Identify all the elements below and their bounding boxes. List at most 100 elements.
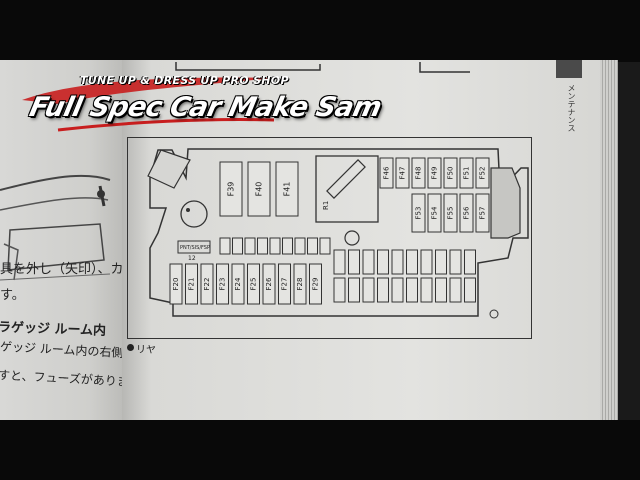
legend-small-text: PNT/SIS/FSP: [180, 245, 210, 251]
fuse-f26-label: F26: [265, 277, 273, 290]
fuse-f46-label: F46: [383, 166, 391, 179]
fuse-f20-slot: [169, 263, 183, 305]
fuse-f23-label: F23: [219, 278, 227, 291]
left-heading: ラゲッジ ルーム内: [0, 320, 107, 339]
fuse-f54-slot: [427, 193, 442, 233]
logo-swoosh: [22, 77, 276, 132]
relay-label: R1: [322, 201, 330, 210]
fuse-f30-slot: [219, 237, 231, 255]
fuse-f39-slot: [219, 161, 243, 217]
fuse-f26-slot: [262, 263, 276, 305]
fuse-f52-label: F52: [479, 167, 487, 180]
fuse-f38-slot: [319, 237, 331, 255]
fuse-f77-slot: [464, 277, 476, 303]
fuse-f71-slot: [377, 277, 389, 303]
fuse-f28-slot: [293, 263, 307, 305]
logo-title: Full Spec Car Make Sam: [26, 92, 385, 123]
fuse-f63-slot: [406, 249, 418, 275]
fuse-f65-slot: [435, 249, 447, 275]
left-page: [0, 60, 128, 420]
fuse-f25-label: F25: [250, 278, 258, 291]
fuse-f51-slot: [459, 157, 474, 189]
legend-number: 12: [188, 255, 196, 262]
fuse-f40-label: F40: [255, 182, 264, 197]
background-top: [0, 0, 640, 62]
fuse-f55-slot: [443, 193, 458, 233]
fuse-f56-slot: [459, 193, 474, 233]
fuse-f55-label: F55: [447, 207, 455, 220]
fuse-f29-slot: [309, 263, 322, 305]
fuse-f23-slot: [216, 263, 229, 305]
left-text-line2: す。: [0, 288, 25, 303]
fuse-f74-slot: [420, 277, 433, 303]
fuse-f75-slot: [435, 277, 447, 303]
background-bottom: [0, 420, 640, 480]
fuse-f50-slot: [443, 157, 458, 189]
fuse-f56-label: F56: [463, 206, 471, 219]
round-port: [180, 200, 208, 228]
fuse-f46-slot: [379, 157, 394, 189]
fuse-f57-label: F57: [479, 207, 487, 220]
watermark-logo: TUNE UP & DRESS UP PRO SHOP Full Spec Ca…: [18, 74, 384, 138]
fuse-f70-slot: [362, 277, 375, 303]
right-connector: [490, 167, 521, 239]
fuse-f27-slot: [278, 263, 291, 305]
relay-r1-outline: [315, 155, 379, 223]
logo-tagline: TUNE UP & DRESS UP PRO SHOP: [80, 74, 289, 87]
fuse-f53-slot: [411, 193, 426, 233]
bracket: [147, 149, 191, 189]
side-label: メンテナンス: [567, 84, 576, 132]
fuse-f41-slot: [275, 161, 299, 217]
page-edge: [600, 60, 618, 420]
fuse-f41-label: F41: [283, 182, 292, 197]
fuse-f36-slot: [294, 237, 306, 255]
fuse-f50-label: F50: [447, 167, 455, 180]
fuse-f21-label: F21: [188, 278, 196, 291]
fuse-f48-slot: [411, 157, 426, 189]
fuse-f69-slot: [348, 277, 360, 303]
fuse-f73-slot: [406, 277, 418, 303]
fuse-f40-slot: [247, 161, 271, 217]
fuse-f52-slot: [475, 157, 490, 189]
fuse-f57-slot: [475, 193, 490, 233]
fuse-f34-slot: [269, 237, 281, 255]
trunk-illustration: [0, 174, 111, 281]
diagram-caption: リヤ: [136, 345, 156, 356]
fuse-f59-slot: [348, 249, 360, 275]
fuse-f37-slot: [307, 237, 318, 255]
section-tab: [556, 60, 582, 78]
fuse-f49-label: F49: [431, 167, 439, 180]
fuse-f22-label: F22: [203, 278, 211, 291]
fuse-f32-slot: [244, 237, 256, 255]
fuse-f60-slot: [362, 249, 375, 275]
fuse-f29-label: F29: [312, 278, 320, 291]
fuse-f20-label: F20: [172, 278, 180, 291]
fuse-f31-slot: [232, 237, 243, 255]
fuse-f39-label: F39: [227, 182, 236, 197]
bullet-icon: [127, 344, 134, 351]
fuse-f49-slot: [427, 157, 442, 189]
fuse-f27-label: F27: [281, 278, 289, 291]
fuse-f64-slot: [420, 249, 433, 275]
fuse-f61-slot: [377, 249, 389, 275]
fuse-f33-slot: [257, 237, 268, 255]
fuse-f72-slot: [391, 277, 404, 303]
fuse-f76-slot: [449, 277, 462, 303]
fuse-f51-label: F51: [463, 167, 471, 180]
fuse-f25-slot: [247, 263, 260, 305]
fuse-f28-label: F28: [296, 278, 304, 291]
fuse-f48-label: F48: [415, 167, 423, 180]
fuse-f22-slot: [200, 263, 214, 305]
fuse-f58-slot: [333, 249, 346, 275]
fuse-f21-slot: [185, 263, 198, 305]
fuse-f54-label: F54: [431, 206, 439, 219]
fuse-f47-slot: [395, 157, 410, 189]
fuse-f24-label: F24: [234, 277, 242, 290]
fuse-f67-slot: [464, 249, 476, 275]
fuse-f62-slot: [391, 249, 404, 275]
fuse-f66-slot: [449, 249, 462, 275]
fuse-f35-slot: [282, 237, 293, 255]
